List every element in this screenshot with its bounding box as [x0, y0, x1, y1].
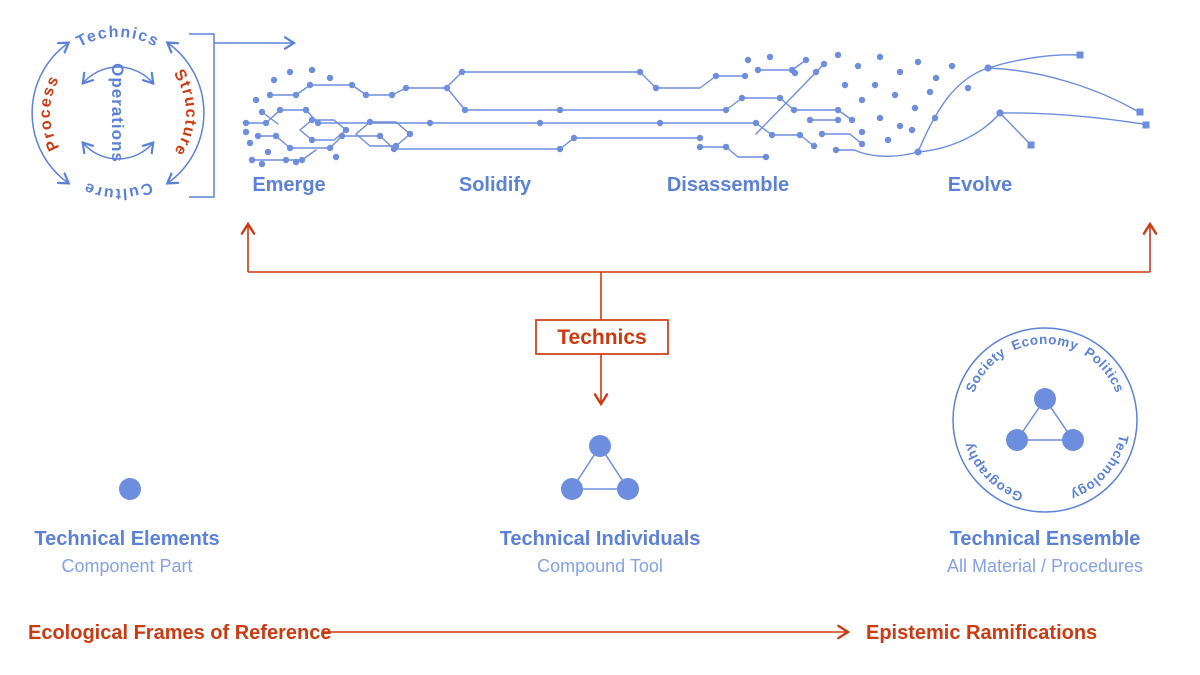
stage-label-evolve: Evolve — [948, 174, 1012, 196]
disassemble-scatter-dots — [744, 51, 972, 144]
cycle-arrow-left — [31, 41, 71, 185]
level-technical-elements: Technical Elements Component Part — [34, 478, 220, 576]
ring-word-politics: Politics — [1082, 344, 1127, 394]
technics-box-label: Technics — [557, 326, 646, 349]
ensemble-ring-words: Society Economy Politics Technology Geog… — [961, 332, 1131, 504]
emerge-scatter-dots — [242, 66, 340, 168]
ensemble-triangle-network-icon — [1006, 388, 1084, 451]
evolve-square-nodes — [1027, 51, 1150, 149]
cycle-word-culture-text: Culture — [81, 178, 153, 202]
level-1-subtitle: Component Part — [61, 556, 192, 576]
cycle-arrow-bottom — [81, 140, 155, 160]
level-1-title: Technical Elements — [34, 528, 219, 550]
ring-word-economy: Economy — [1009, 332, 1080, 353]
cycle-word-process: Process — [37, 72, 63, 153]
axis-left-label: Ecological Frames of Reference — [28, 622, 331, 644]
circuit-network — [242, 51, 1150, 168]
level-3-title: Technical Ensemble — [950, 528, 1141, 550]
cycle-word-structure-text: Structure — [170, 67, 198, 160]
level-technical-ensemble: Society Economy Politics Technology Geog… — [947, 327, 1143, 576]
svg-text:Society: Society — [963, 344, 1008, 394]
ensemble-ring-icon — [952, 327, 1138, 513]
triangle-network-icon — [561, 435, 639, 500]
level-2-title: Technical Individuals — [500, 528, 701, 550]
cycle-bracket — [189, 33, 215, 198]
svg-text:Economy: Economy — [1009, 332, 1080, 353]
level-3-subtitle: All Material / Procedures — [947, 556, 1143, 576]
cycle-arrow-top — [81, 66, 155, 86]
cycle-word-technics-text: Technics — [74, 24, 161, 51]
cycle-word-culture: Culture — [81, 178, 155, 202]
bottom-axis: Ecological Frames of Reference Epistemic… — [28, 622, 1097, 644]
stage-label-emerge: Emerge — [252, 174, 325, 196]
cycle-word-process-text: Process — [37, 72, 61, 153]
stage-label-solidify: Solidify — [459, 174, 532, 196]
technics-box — [535, 319, 669, 355]
cycle-word-structure: Structure — [170, 67, 199, 160]
circuit-node-dots — [242, 56, 1004, 164]
level-technical-individuals: Technical Individuals Compound Tool — [500, 435, 701, 576]
stage-label-disassemble: Disassemble — [667, 174, 789, 196]
level-2-subtitle: Compound Tool — [537, 556, 663, 576]
technics-connector: Technics — [240, 221, 1158, 407]
cycle-arrow-right — [165, 41, 205, 185]
single-node-dot-icon — [119, 478, 141, 500]
axis-right-label: Epistemic Ramifications — [866, 622, 1097, 644]
cycle-center-word: Operations — [108, 63, 127, 163]
ring-word-society: Society — [963, 344, 1008, 394]
cycle-word-technics: Technics — [74, 24, 162, 51]
timeline-stage-labels: Emerge Solidify Disassemble Evolve — [252, 174, 1012, 196]
svg-text:Politics: Politics — [1082, 344, 1128, 394]
